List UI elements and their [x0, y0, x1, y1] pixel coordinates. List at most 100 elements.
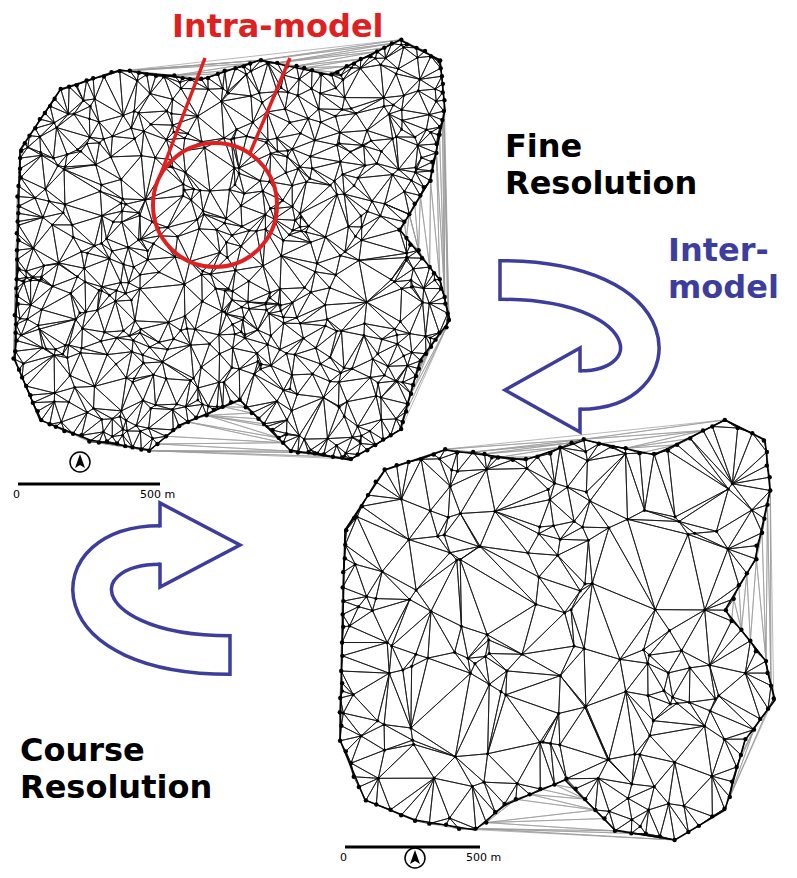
mesh-node	[15, 248, 19, 252]
mesh-node	[382, 96, 385, 99]
mesh-node	[165, 138, 168, 141]
mesh-node	[233, 167, 236, 170]
mesh-node	[100, 418, 103, 421]
mesh-node	[414, 46, 418, 50]
mesh-node	[278, 348, 281, 351]
mesh-node	[399, 320, 402, 323]
mesh-node	[223, 222, 226, 225]
mesh-node	[668, 629, 671, 632]
mesh-node	[15, 194, 19, 198]
mesh-node	[334, 87, 337, 90]
mesh-node	[730, 779, 734, 783]
mesh-node	[393, 280, 396, 283]
mesh-node	[675, 443, 679, 447]
callout-label: Intra-model	[172, 8, 384, 45]
mesh-node	[727, 487, 730, 490]
mesh-node	[311, 373, 314, 376]
mesh-node	[343, 367, 346, 370]
mesh-node	[227, 287, 230, 290]
mesh-node	[362, 145, 365, 148]
mesh-node	[209, 190, 212, 193]
mesh-node	[406, 364, 409, 367]
mesh-node	[667, 802, 670, 805]
mesh-node	[112, 220, 115, 223]
mesh-node	[165, 377, 168, 380]
mesh-node	[296, 450, 300, 454]
mesh-node	[416, 248, 420, 252]
mesh-node	[762, 438, 766, 442]
mesh-node	[591, 582, 594, 585]
mesh-node	[425, 128, 428, 131]
mesh-node	[13, 313, 17, 317]
mesh-node	[652, 719, 655, 722]
mesh-node	[247, 280, 250, 283]
mesh-node	[688, 666, 691, 669]
mesh-node	[319, 92, 322, 95]
mesh-node	[270, 428, 274, 432]
mesh-node	[396, 380, 399, 383]
mesh-node	[282, 316, 285, 319]
mesh-node	[405, 402, 409, 406]
mesh-node	[176, 235, 179, 238]
mesh-node	[339, 160, 342, 163]
mesh-node	[93, 385, 96, 388]
mesh-node	[352, 775, 356, 779]
mesh-node	[19, 175, 23, 179]
scale-label: 500 m	[466, 852, 501, 865]
mesh-node	[369, 376, 372, 379]
mesh-node	[754, 557, 758, 561]
mesh-node	[122, 114, 125, 117]
mesh-node	[287, 91, 290, 94]
mesh-node	[588, 499, 591, 502]
mesh-node	[434, 151, 438, 155]
mesh-node	[414, 653, 417, 656]
mesh-node	[401, 668, 404, 671]
mesh-node	[16, 238, 20, 242]
mesh-node	[139, 238, 142, 241]
mesh-node	[569, 608, 572, 611]
mesh-node	[534, 603, 537, 606]
mesh-node	[84, 311, 87, 314]
mesh-node	[115, 441, 119, 445]
mesh-node	[29, 279, 32, 282]
mesh-node	[214, 287, 217, 290]
mesh-node	[18, 171, 21, 174]
mesh-node	[179, 329, 182, 332]
mesh-node	[183, 283, 186, 286]
mesh-node	[184, 405, 187, 408]
mesh-node	[220, 100, 223, 103]
mesh-node	[338, 710, 342, 714]
mesh-node	[408, 213, 411, 216]
mesh-node	[493, 810, 497, 814]
mesh-node	[395, 72, 398, 75]
mesh-node	[105, 237, 108, 240]
mesh-node	[585, 490, 588, 493]
mesh-node	[400, 108, 403, 111]
mesh-node	[584, 450, 587, 453]
mesh-node	[343, 96, 346, 99]
mesh-node	[380, 418, 383, 421]
mesh-node	[374, 597, 377, 600]
mesh-node	[266, 343, 269, 346]
mesh-node	[260, 363, 263, 366]
mesh-node	[416, 144, 419, 147]
mesh-node	[764, 659, 768, 663]
mesh-node	[377, 382, 380, 385]
mesh-node	[410, 279, 413, 282]
mesh-node	[139, 331, 142, 334]
mesh-node	[484, 655, 487, 658]
mesh-node	[209, 273, 212, 276]
mesh-node	[233, 137, 236, 140]
fine-mesh	[11, 37, 451, 461]
mesh-node	[401, 119, 404, 122]
mesh-node	[351, 436, 354, 439]
mesh-node	[329, 356, 332, 359]
mesh-node	[572, 645, 575, 648]
mesh-node	[397, 228, 401, 232]
mesh-node	[64, 344, 67, 347]
mesh-node	[88, 117, 91, 120]
mesh-node	[51, 223, 54, 226]
mesh-node	[329, 380, 332, 383]
mesh-node	[433, 279, 436, 282]
mesh-node	[408, 598, 411, 601]
